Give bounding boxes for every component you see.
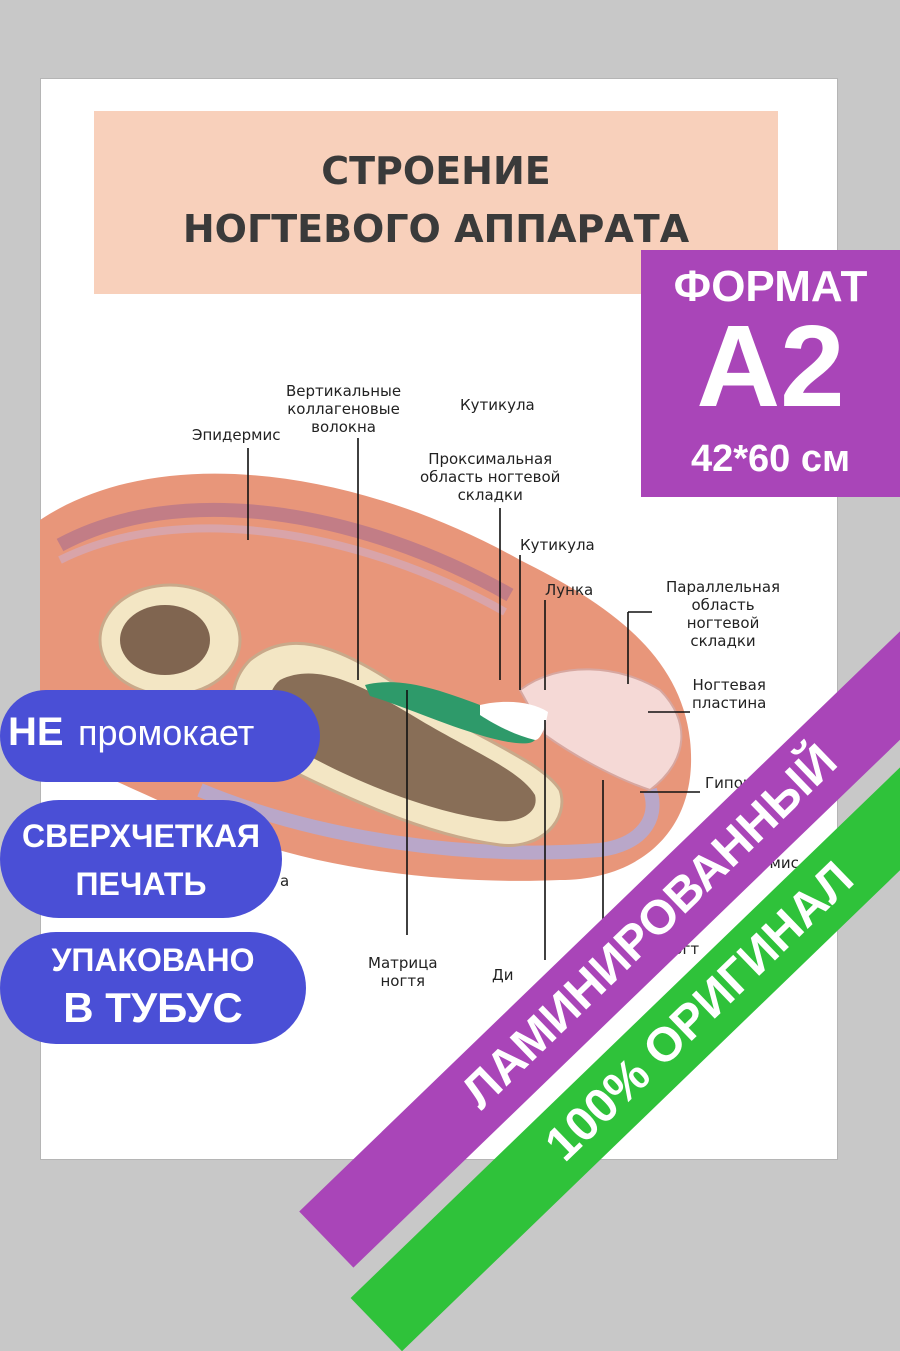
badge-waterproof-bold: НЕ (8, 710, 64, 754)
badge-waterproof-text: промокает (78, 712, 255, 753)
format-dimensions: 42*60 см (690, 438, 851, 480)
format-box: ФОРМАТ А2 42*60 см (641, 250, 900, 497)
label-cuticle-top: Кутикула (460, 396, 535, 414)
epidermis-band-light (58, 524, 507, 616)
format-label: ФОРМАТ (673, 262, 868, 311)
pointer-lines (247, 438, 700, 960)
poster-title-line1: СТРОЕНИЕ (321, 149, 551, 193)
title-banner: СТРОЕНИЕ НОГТЕВОГО АППАРАТА (94, 111, 778, 294)
dermis-band (197, 783, 660, 860)
badge-waterproof: НЕ промокает (0, 690, 320, 782)
epidermis-band (56, 502, 514, 602)
nail-plate (518, 668, 683, 792)
format-size: А2 (696, 301, 845, 431)
label-epidermis: Эпидермис (192, 426, 281, 444)
distal-phalanx-marrow (268, 673, 536, 822)
lunula (480, 701, 548, 740)
label-cuticle: Кутикула (520, 536, 595, 554)
label-lunula: Лунка (545, 581, 594, 599)
poster-title-line2: НОГТЕВОГО АППАРАТА (182, 207, 690, 251)
middle-phalanx-marrow (120, 605, 210, 675)
label-left-partial: а (280, 872, 290, 890)
label-distal: Ди (492, 966, 514, 984)
